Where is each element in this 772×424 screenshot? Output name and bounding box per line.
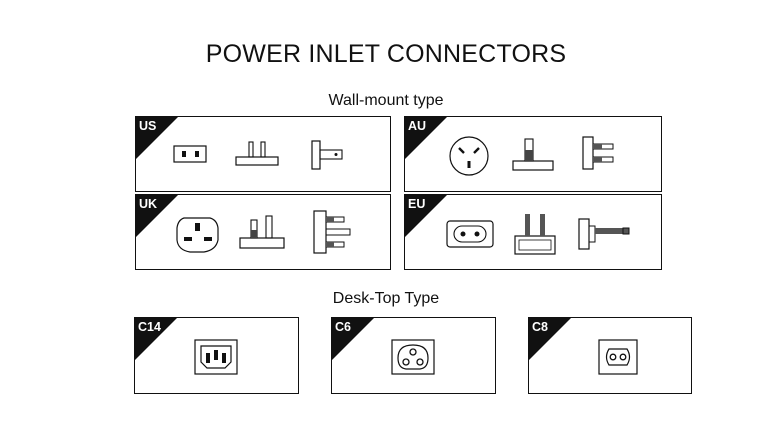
eu-plug-side-icon [514,214,556,255]
us-plug-side-icon [235,141,279,166]
page-title: POWER INLET CONNECTORS [205,40,567,68]
us-plug-front-icon [173,145,207,163]
eu-plug-front-icon [446,220,494,248]
panel-label-au: AU [408,119,427,133]
panel-label-c8: C8 [532,320,548,334]
panel-c6: C6 [331,317,496,394]
au-plug-top-icon [582,136,614,170]
section-heading-wall-mount: Wall-mount type [328,92,444,109]
panel-label-uk: UK [139,197,158,211]
section-heading-desk-top: Desk-Top Type [332,290,440,307]
panel-label-eu: EU [408,197,426,211]
eu-plug-top-icon [578,218,630,250]
panel-label-c6: C6 [335,320,351,334]
panel-label-c14: C14 [138,320,161,334]
panel-uk: UK [135,194,391,270]
panel-label-us: US [139,119,157,133]
au-plug-side-icon [512,138,554,171]
c6-inlet-icon [391,339,435,375]
panel-c8: C8 [528,317,692,394]
c8-inlet-icon [598,339,638,375]
panel-eu: EU [404,194,662,270]
panel-au: AU [404,116,662,192]
uk-plug-top-icon [313,210,351,254]
us-plug-top-icon [311,140,343,170]
au-plug-front-icon [449,136,489,176]
c14-inlet-icon [194,339,238,375]
uk-plug-front-icon [176,217,219,253]
panel-us: US [135,116,391,192]
uk-plug-side-icon [239,215,285,249]
panel-c14: C14 [134,317,299,394]
